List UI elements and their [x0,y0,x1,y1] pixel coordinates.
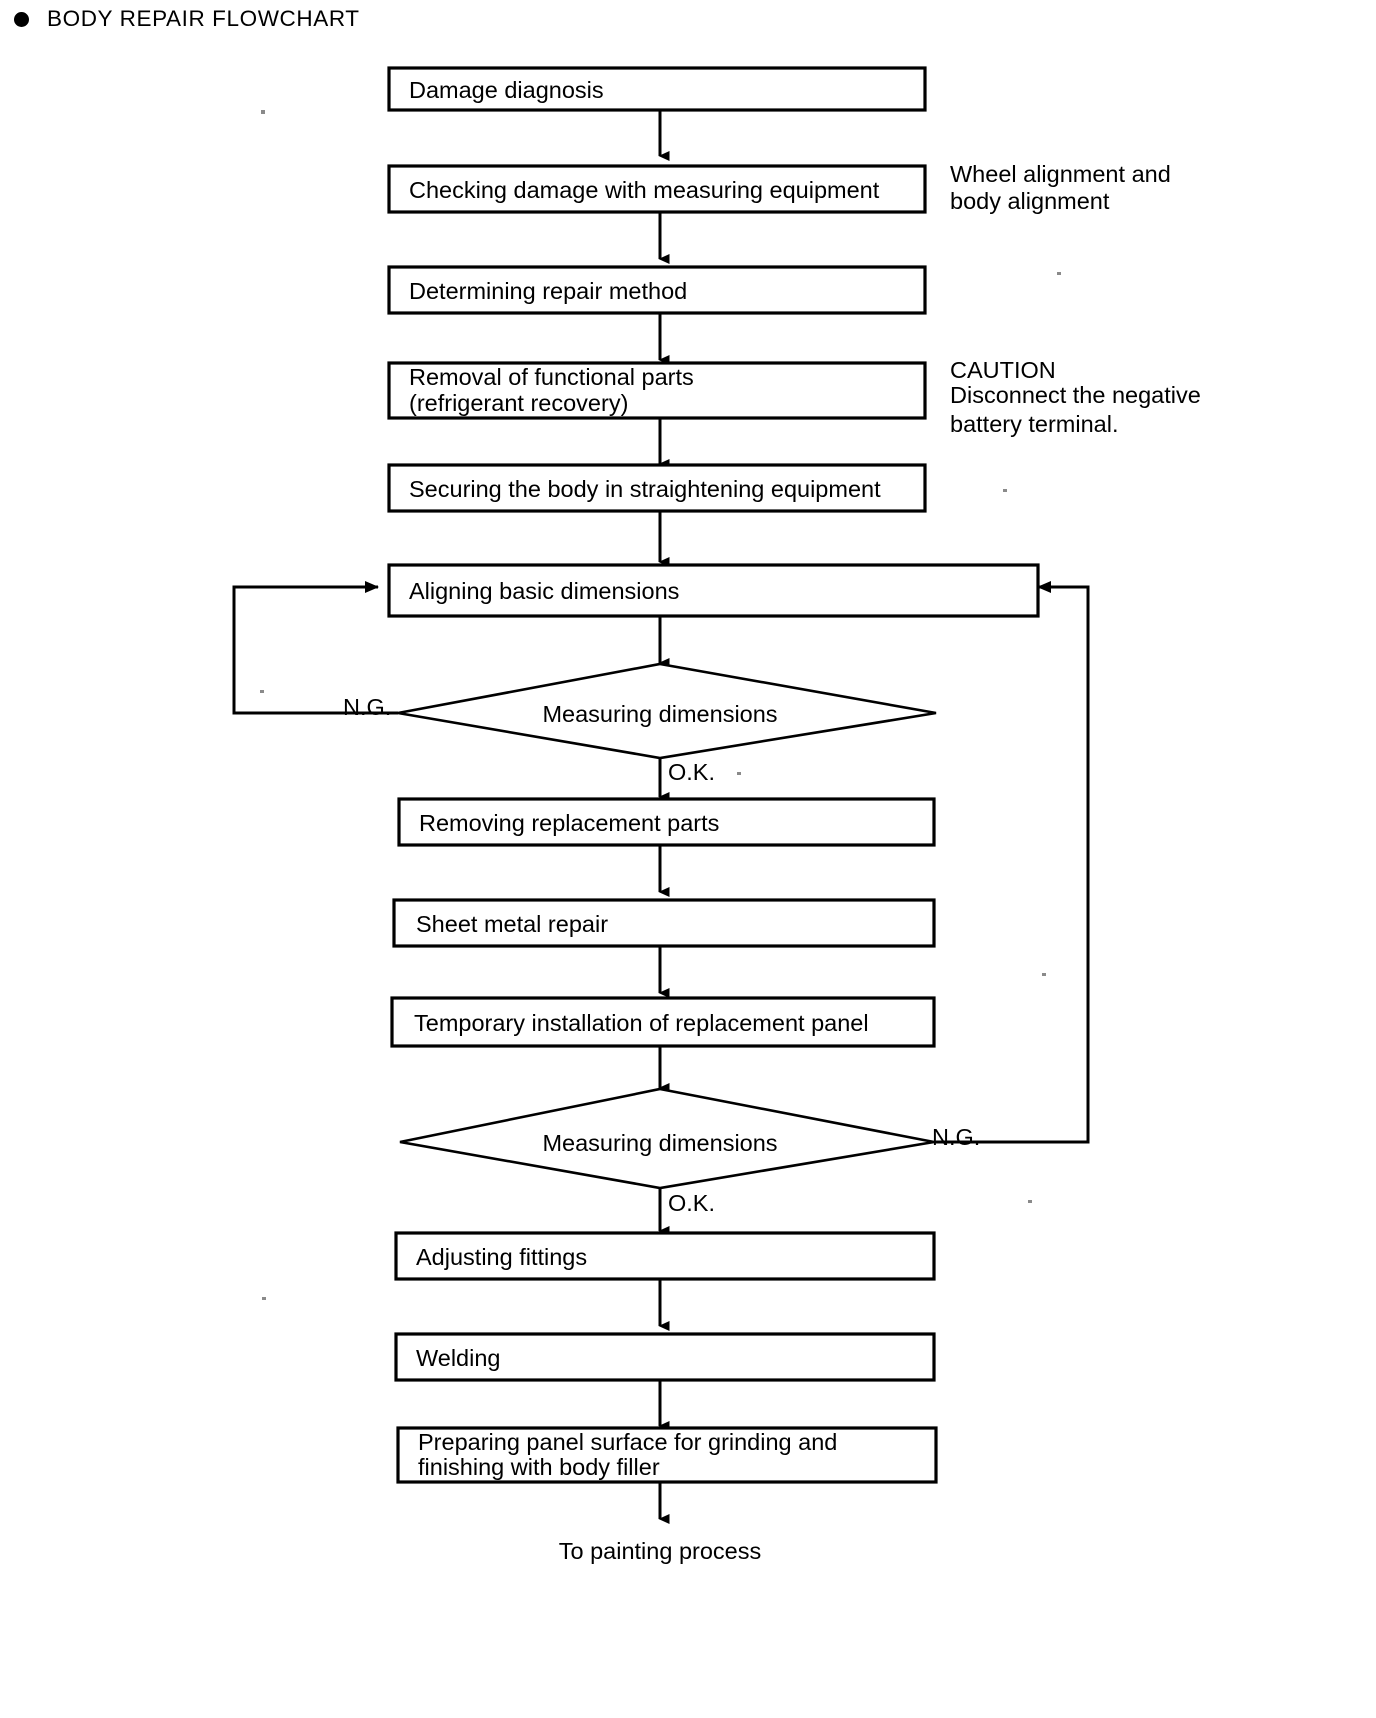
terminal-label: To painting process [559,1538,761,1564]
node-removal-functional-parts[interactable]: Removal of functional parts (refrigerant… [387,361,927,420]
node-label: Welding [416,1345,500,1371]
edge-label-text: N.G. [343,694,391,720]
node-label: Measuring dimensions [542,1130,777,1156]
node-removing-replacement-parts[interactable]: Removing replacement parts [397,797,936,847]
node-label: Aligning basic dimensions [409,578,679,604]
node-decision-measuring-dimensions-2[interactable]: Measuring dimensions [399,1087,935,1190]
edge-label-ok-1: O.K. [668,759,715,785]
scan-speck [1057,272,1061,275]
connector-d2-ng-loop [934,581,1090,1144]
annotation-line-2: body alignment [950,188,1110,214]
node-determining-repair-method[interactable]: Determining repair method [387,265,927,315]
edge-label-text: O.K. [668,1190,715,1216]
node-label-line1: Preparing panel surface for grinding and [418,1429,837,1455]
scan-speck [262,1297,266,1300]
node-securing-body[interactable]: Securing the body in straightening equip… [387,463,927,513]
scan-speck [1028,1200,1032,1203]
annotation-wheel-alignment: Wheel alignment and body alignment [950,161,1171,214]
node-aligning-basic-dimensions[interactable]: Aligning basic dimensions [387,563,1040,618]
connector-d1-ng-loop [232,581,398,715]
annotation-line-3: battery terminal. [950,411,1118,437]
edge-label-text: O.K. [668,759,715,785]
filled-circle-bullet-icon [14,11,29,27]
node-decision-measuring-dimensions-1[interactable]: Measuring dimensions [397,662,937,760]
node-preparing-panel-surface[interactable]: Preparing panel surface for grinding and… [396,1426,938,1484]
node-to-painting-process: To painting process [559,1538,761,1564]
node-checking-damage[interactable]: Checking damage with measuring equipment [387,164,927,214]
scan-speck [1042,973,1046,976]
node-label: Damage diagnosis [409,77,604,103]
edge-label-ng-2: N.G. [932,1124,980,1150]
page-title: BODY REPAIR FLOWCHART [47,6,360,31]
annotation-line-2: Disconnect the negative [950,382,1201,408]
scan-speck [260,690,264,693]
edge-label-ok-2: O.K. [668,1190,715,1216]
node-label: Temporary installation of replacement pa… [414,1010,869,1036]
annotation-caution: CAUTION Disconnect the negative battery … [950,357,1201,437]
node-damage-diagnosis[interactable]: Damage diagnosis [387,66,927,112]
node-welding[interactable]: Welding [394,1332,936,1382]
node-label-line2: finishing with body filler [418,1454,660,1480]
node-label-line1: Removal of functional parts [409,364,694,390]
node-label: Measuring dimensions [542,701,777,727]
node-label: Sheet metal repair [416,911,608,937]
scan-speck [737,772,741,775]
annotation-line-1: CAUTION [950,357,1056,383]
page-title-row: BODY REPAIR FLOWCHART [14,6,360,32]
node-sheet-metal-repair[interactable]: Sheet metal repair [392,898,936,948]
node-temporary-installation[interactable]: Temporary installation of replacement pa… [390,996,936,1048]
annotation-line-1: Wheel alignment and [950,161,1171,187]
node-label: Checking damage with measuring equipment [409,177,880,203]
node-adjusting-fittings[interactable]: Adjusting fittings [394,1231,936,1281]
edge-label-ng-1: N.G. [343,694,391,720]
node-label: Adjusting fittings [416,1244,587,1270]
node-label: Removing replacement parts [419,810,719,836]
node-label: Determining repair method [409,278,687,304]
scan-speck [1003,489,1007,492]
edge-label-text: N.G. [932,1124,980,1150]
node-label: Securing the body in straightening equip… [409,476,881,502]
node-label-line2: (refrigerant recovery) [409,390,628,416]
scan-speck [261,110,265,114]
